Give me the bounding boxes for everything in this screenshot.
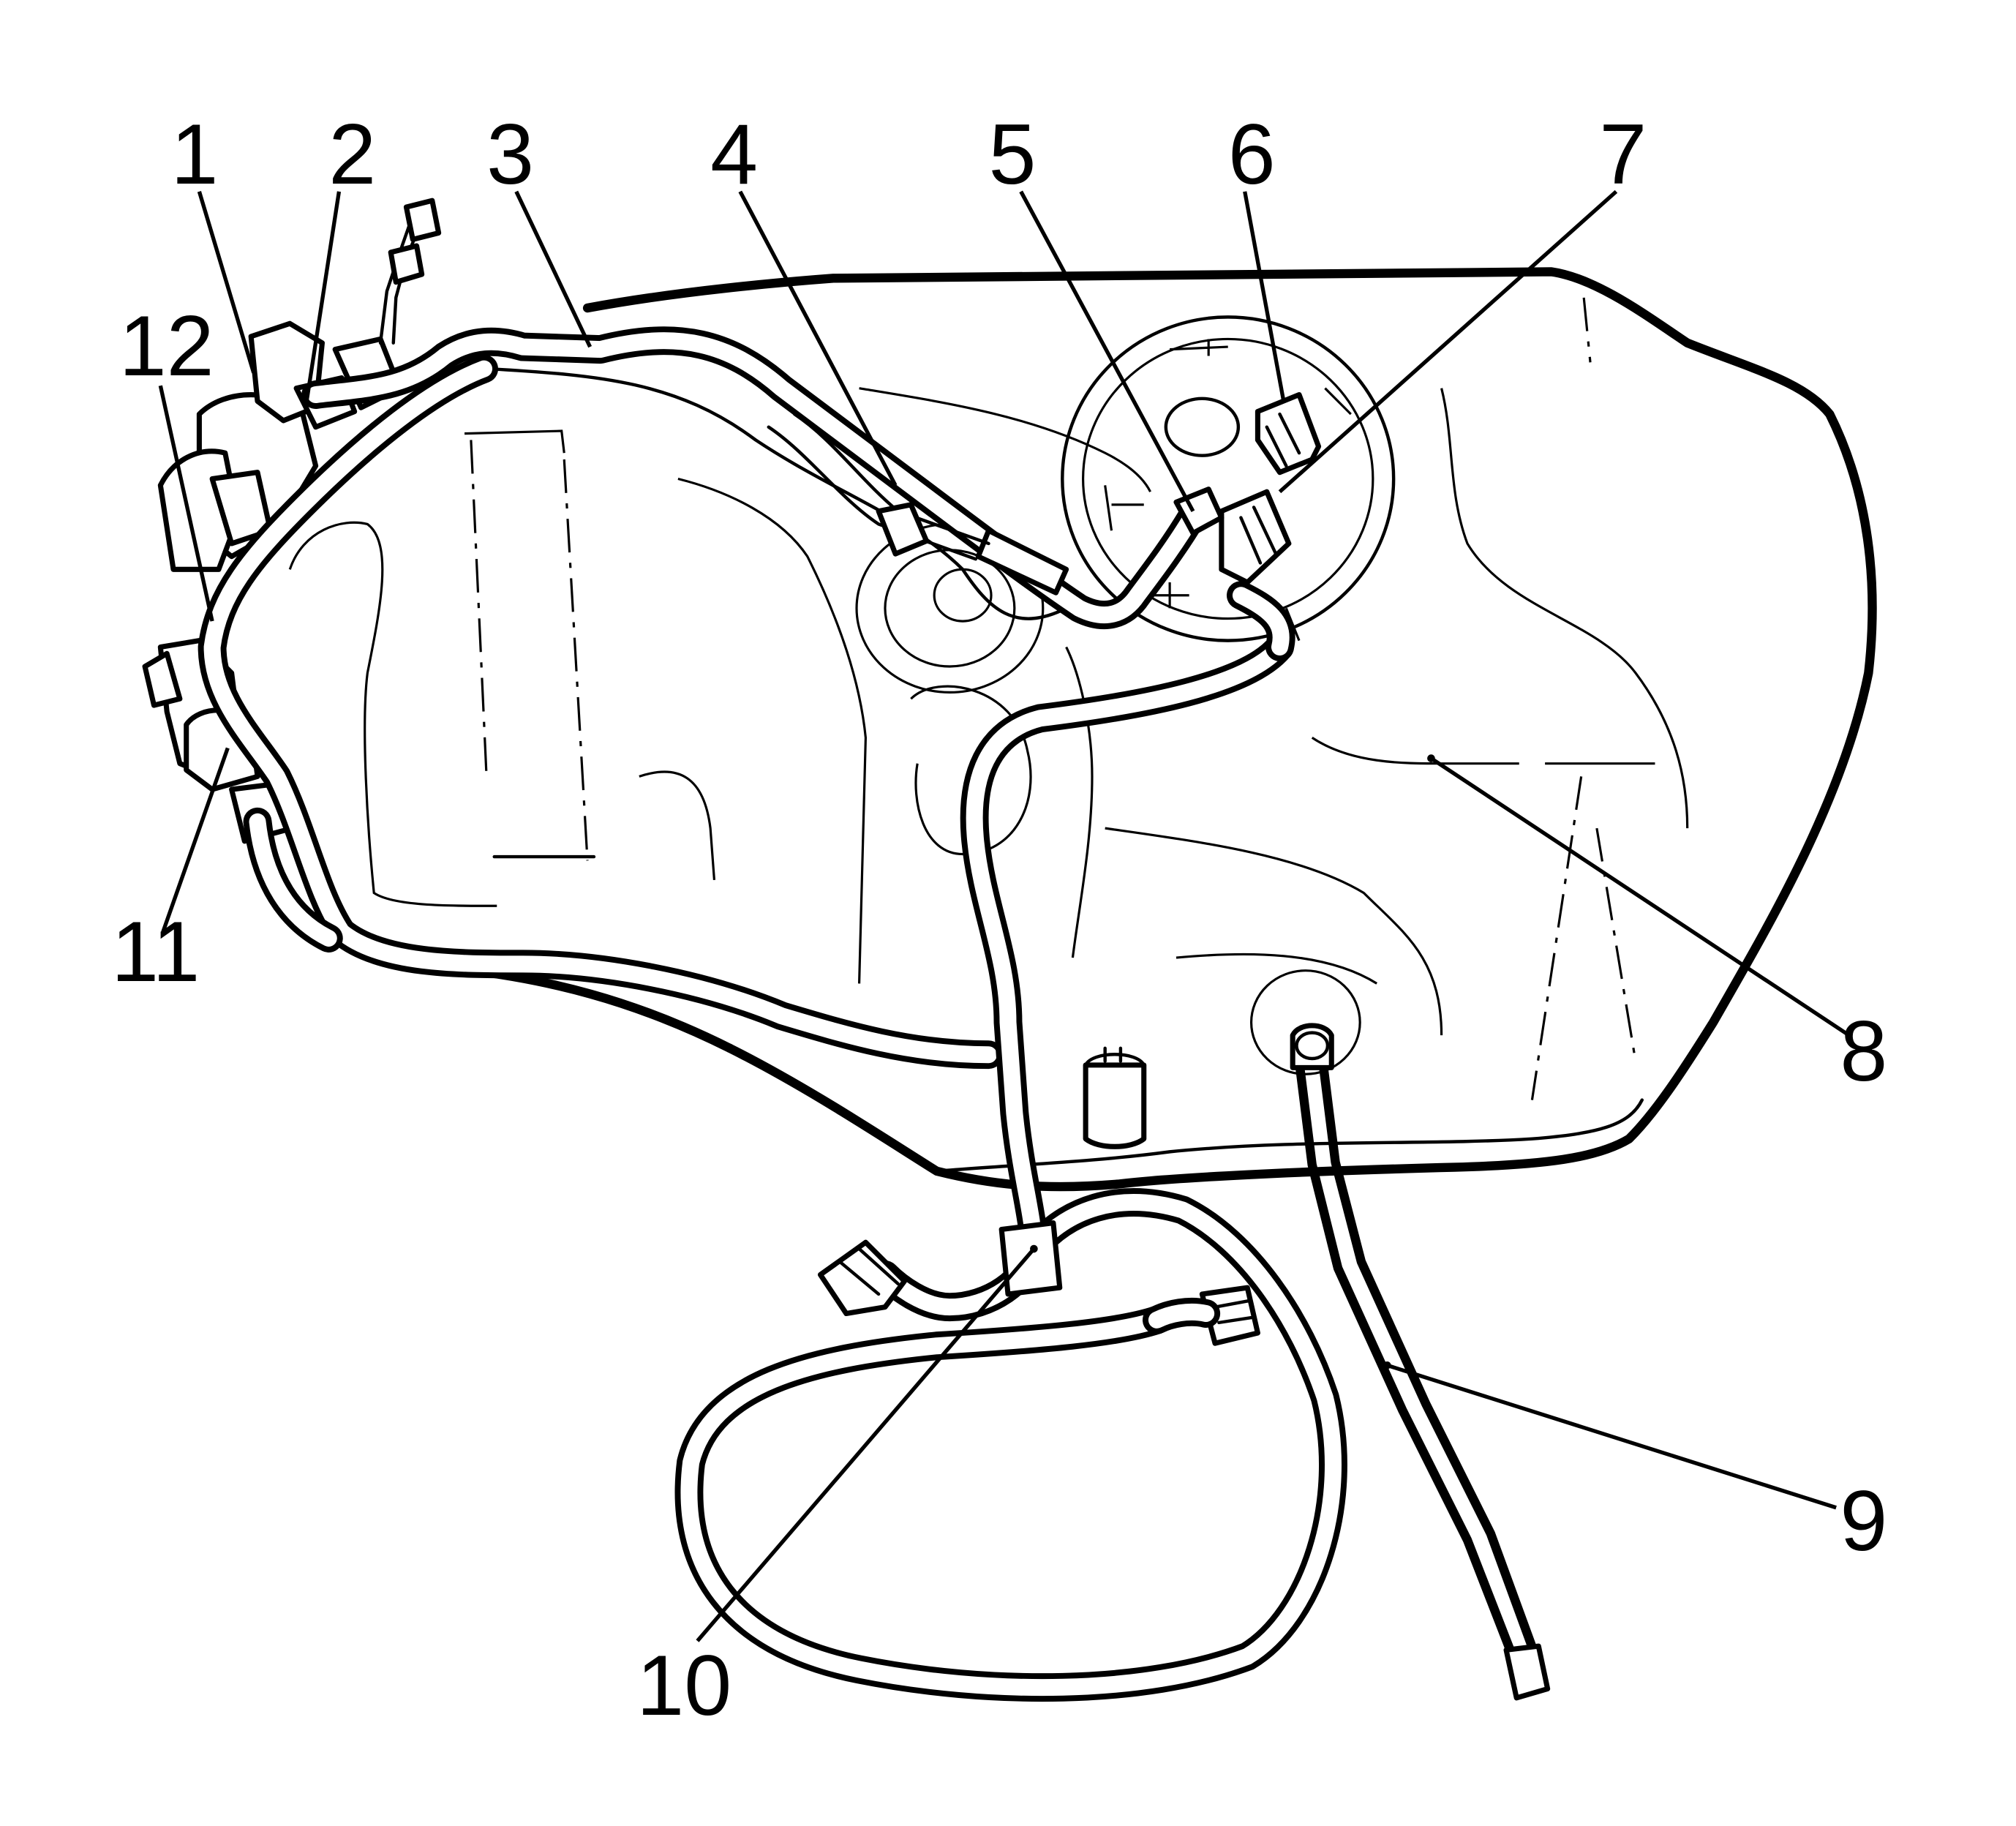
right-saddle-contour-3 — [1105, 827, 1443, 1036]
left-chamber-contour-1 — [288, 521, 497, 907]
callout-7: 7 — [1599, 106, 1647, 202]
leader-5 — [1019, 190, 1195, 512]
fuel-line-fitting-4 — [975, 527, 1069, 595]
harness-main-outer-core — [307, 332, 1202, 623]
left-chamber-dash-1 — [470, 440, 488, 777]
right-saddle-contour-1 — [1311, 736, 1655, 765]
right-saddle-contour-2 — [1440, 388, 1689, 829]
leader-9 — [1386, 1363, 1837, 1510]
harness-center-drop-core — [966, 638, 1288, 1258]
tube-9-end-fitting — [1503, 1643, 1551, 1701]
fuel-line-4 — [792, 412, 990, 546]
left-chamber-contour-2 — [639, 770, 716, 881]
leader-12 — [158, 385, 214, 622]
pump-connector-7-latch — [1239, 506, 1278, 565]
callout-4: 4 — [710, 106, 758, 202]
leader-1 — [197, 191, 256, 374]
callout-2: 2 — [328, 106, 376, 202]
right-saddle-dash-1 — [1530, 297, 1592, 1100]
filler-neck-boss — [1249, 969, 1361, 1075]
leader-2 — [304, 191, 342, 402]
left-saddle-contour — [489, 367, 1068, 620]
rear-sender-flange-core — [933, 568, 993, 623]
leader-dot-9 — [1383, 1361, 1391, 1370]
leader-dot-8 — [1427, 754, 1435, 762]
fuel-line-4-collar — [876, 502, 930, 557]
fuel-tank-lower-edge — [935, 1098, 1644, 1173]
callout-1: 1 — [170, 106, 218, 202]
drain-plug-cap — [1083, 1046, 1146, 1067]
leader-8 — [1429, 756, 1851, 1037]
fuel-line-4b — [767, 425, 977, 561]
pump-module-cap — [1164, 397, 1241, 457]
vent-fitting-upper — [403, 198, 442, 242]
harness-pump-branch-core — [1232, 587, 1290, 655]
pump-connector-6-latch — [1265, 412, 1301, 468]
leader-10 — [696, 1247, 1036, 1642]
harness-connector-right-lead-core — [1148, 1303, 1215, 1329]
harness-lower-loop-core — [680, 1194, 1342, 1697]
wiring-harness — [198, 326, 1347, 1702]
left-chamber-dash-2 — [563, 459, 589, 861]
leader-dot-10 — [1030, 1244, 1038, 1253]
tube-9-top-fitting-nut — [1295, 1031, 1330, 1061]
pump-module-ring-outer — [1061, 315, 1396, 642]
center-contour-2 — [1065, 646, 1094, 958]
valve-left — [142, 650, 183, 708]
callout-9: 9 — [1840, 1473, 1887, 1568]
callout-numbers: 1 2 3 4 5 6 7 8 9 10 11 12 — [111, 106, 1887, 1733]
leader-6 — [1243, 191, 1286, 402]
harness-left-lower-core — [249, 813, 337, 947]
drain-plug — [1083, 1062, 1147, 1149]
harness-junction-sleeve — [998, 1220, 1063, 1297]
left-chamber-panel — [464, 429, 565, 454]
tube-9-outer-left — [1294, 1056, 1518, 1661]
callout-3: 3 — [486, 106, 534, 202]
harness-connector-left-latch — [838, 1247, 900, 1296]
callout-11: 11 — [111, 903, 200, 999]
vent-fitting-lower — [388, 243, 425, 285]
fuel-tank-outline — [582, 267, 1877, 1192]
fuel-line-4-guide — [859, 387, 1152, 492]
callout-5: 5 — [988, 106, 1036, 202]
connectors — [767, 387, 1322, 1346]
left-chamber-contour-3 — [677, 477, 868, 984]
leader-4 — [738, 190, 898, 486]
tube-9-outer-right — [1317, 1053, 1540, 1658]
callout-6: 6 — [1228, 106, 1276, 202]
fuel-tank — [288, 267, 1877, 1192]
callout-8: 8 — [1840, 1003, 1887, 1099]
harness-left-branch-core — [203, 360, 997, 1064]
callout-12: 12 — [119, 298, 214, 394]
right-saddle-contour-4 — [1176, 953, 1377, 985]
leader-lines — [158, 189, 1851, 1642]
leader-3 — [514, 190, 593, 348]
leader-11 — [161, 747, 230, 933]
right-saddle-dash-2 — [1595, 827, 1637, 1062]
callout-10: 10 — [636, 1637, 731, 1733]
leader-7 — [1278, 189, 1618, 494]
tube-9-assembly — [1290, 1023, 1551, 1701]
pump-module-ring-inner — [1082, 337, 1374, 620]
pump-connector-7 — [1219, 489, 1292, 585]
harness-connector-right-latch — [1213, 1299, 1255, 1325]
